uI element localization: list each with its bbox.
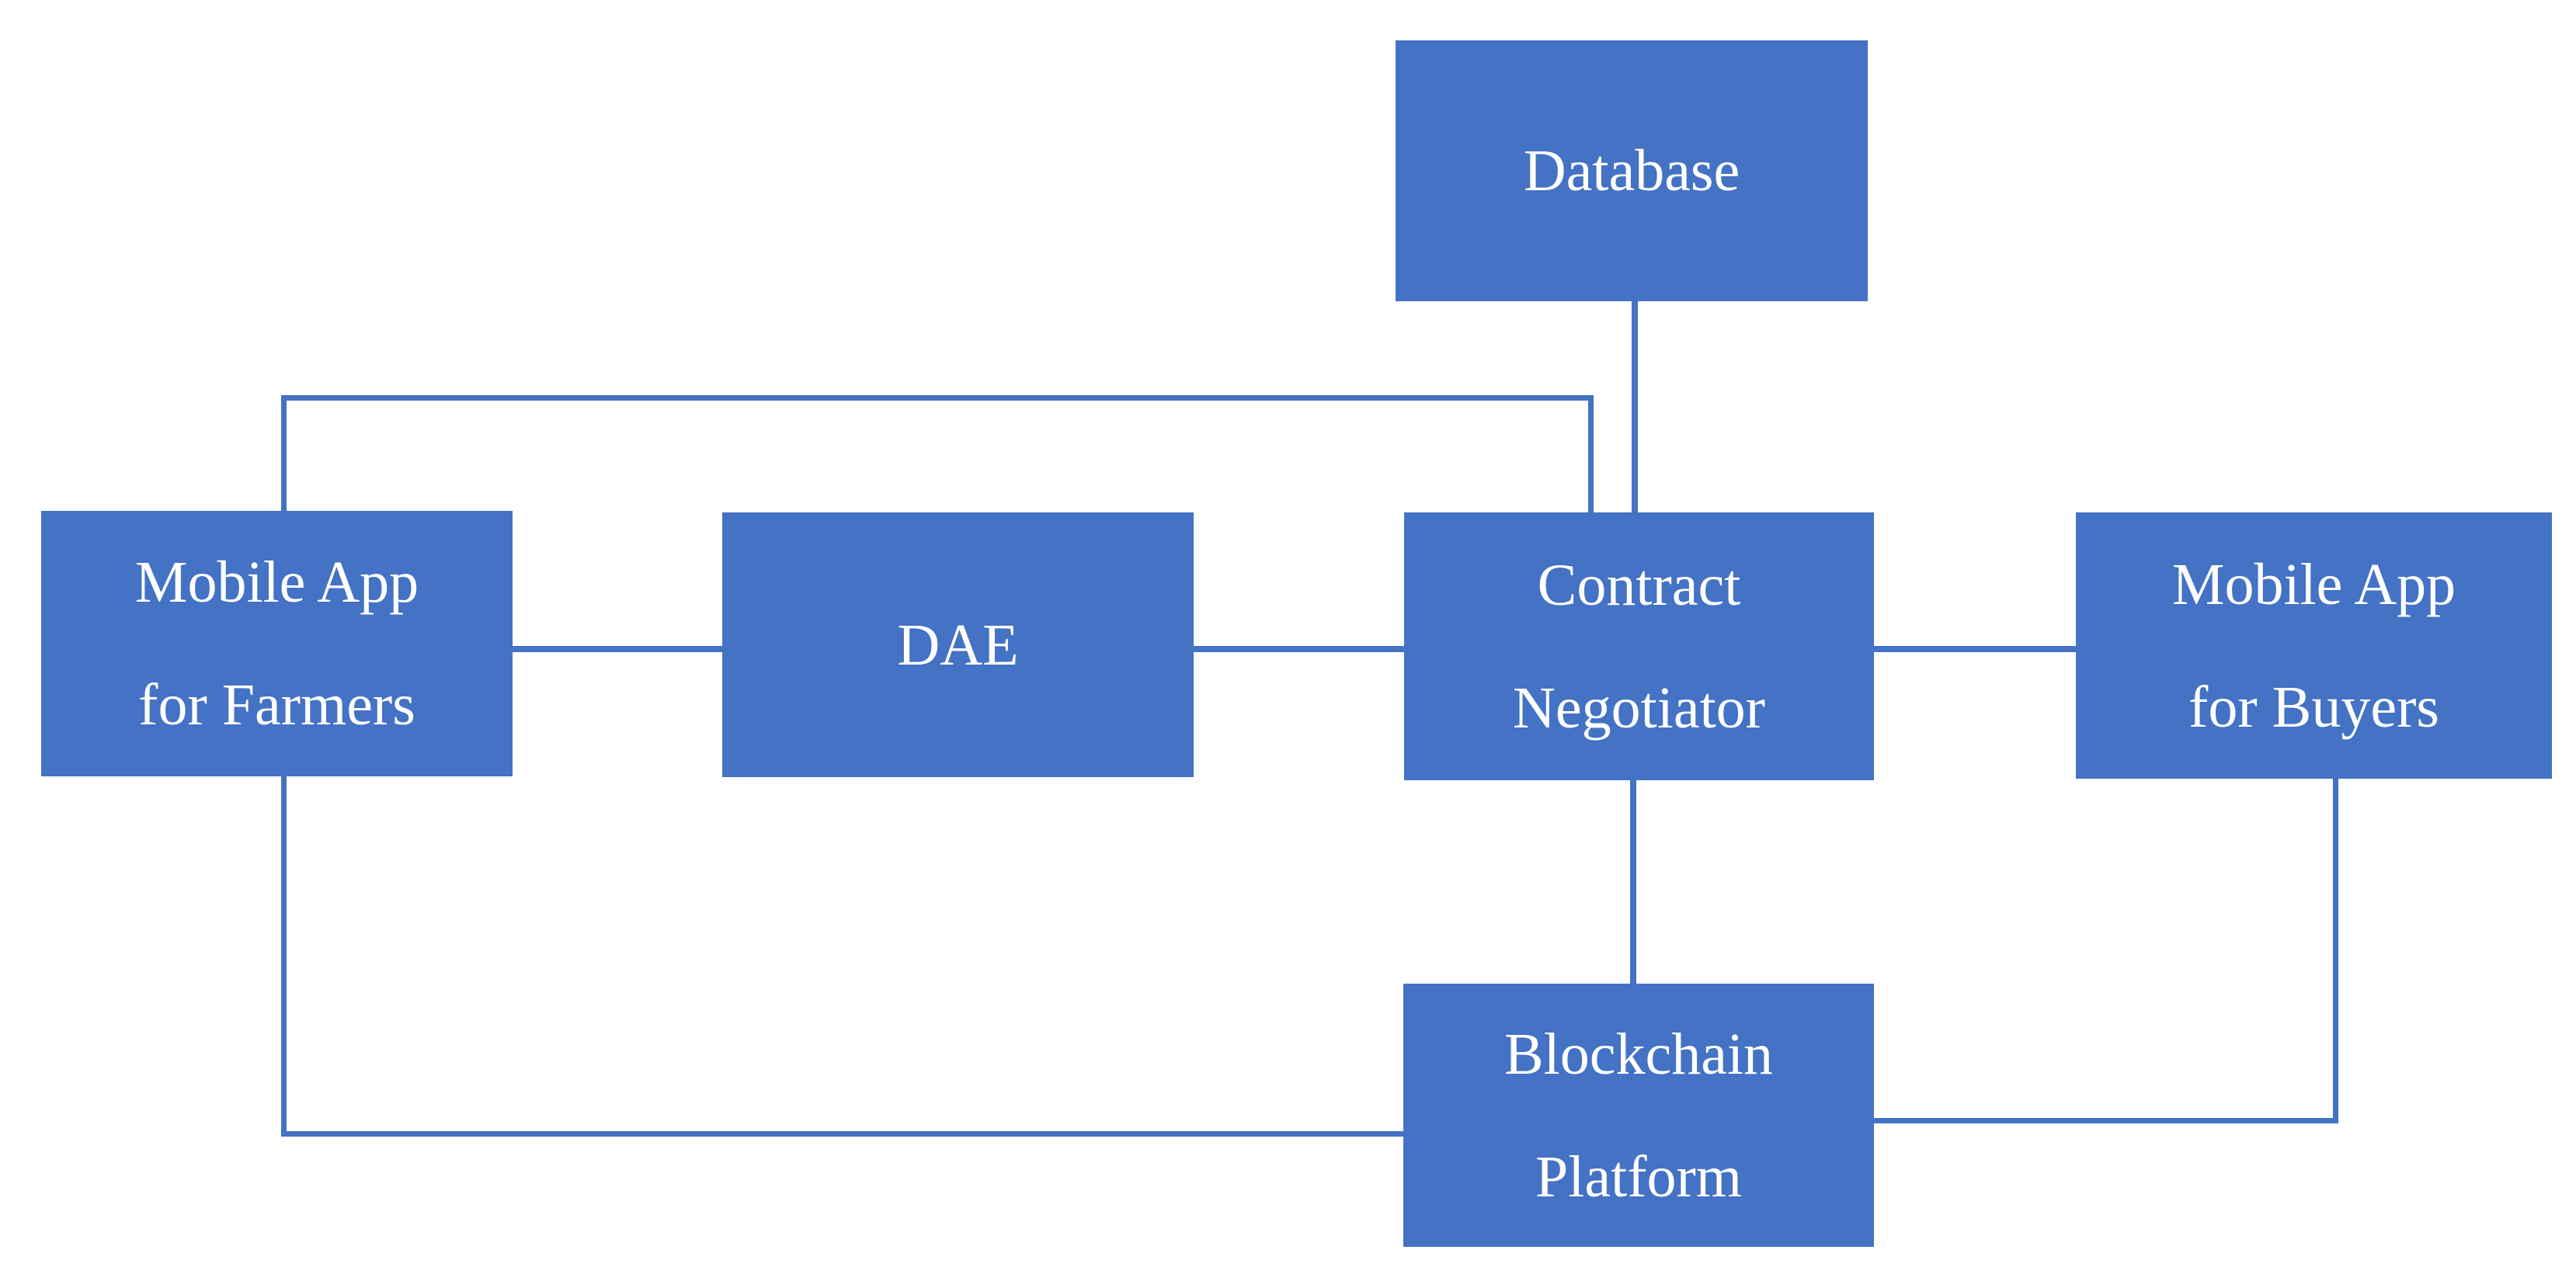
connector-database-contract [1632,301,1638,512]
node-buyers-label-line1: Mobile App [2171,551,2456,617]
node-buyers-label-line2: for Buyers [2188,674,2439,740]
connector-farmers-blockchain-run [281,1131,1403,1137]
node-farmers-label-line1: Mobile App [134,550,419,615]
connector-farmers-contract-top-run [281,395,1594,401]
node-contract-label-line2: Negotiator [1512,675,1765,741]
node-dae-label: DAE [897,612,1019,678]
connector-contract-blockchain [1630,780,1636,984]
connector-dae-contract [1194,646,1404,652]
connector-contract-buyers [1874,646,2076,652]
node-blockchain-platform: Blockchain Platform [1403,984,1874,1247]
connector-farmers-contract-left-riser [281,395,287,511]
node-blockchain-label-line1: Blockchain [1504,1021,1774,1087]
node-mobile-app-for-buyers: Mobile App for Buyers [2076,512,2552,779]
node-farmers-label-line2: for Farmers [138,672,415,738]
node-contract-negotiator: Contract Negotiator [1404,512,1874,780]
connector-buyers-blockchain-run [1874,1118,2338,1123]
node-dae: DAE [722,512,1194,777]
connector-farmers-contract-right-drop [1588,395,1594,512]
node-contract-label-line1: Contract [1537,552,1741,618]
node-blockchain-label-line2: Platform [1535,1144,1742,1210]
connector-farmers-blockchain-drop [281,776,287,1137]
connector-farmers-dae [513,646,722,652]
node-mobile-app-for-farmers: Mobile App for Farmers [41,511,513,776]
node-database-label: Database [1523,138,1740,203]
node-database: Database [1396,40,1868,301]
connector-buyers-blockchain-drop [2333,779,2338,1123]
